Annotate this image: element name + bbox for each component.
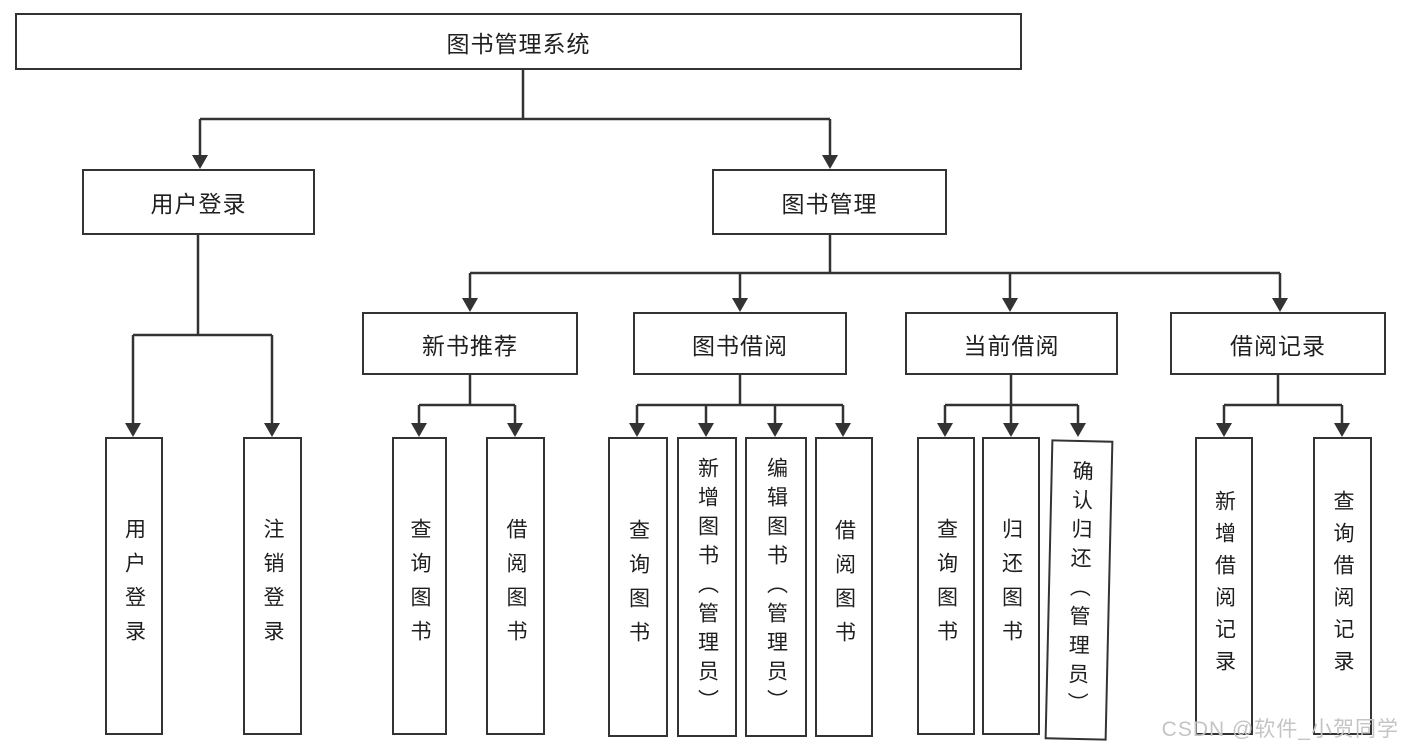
node-borrowing-records: 借阅记录	[1170, 312, 1386, 375]
csdn-watermark: CSDN @软件_小贺同学	[1161, 718, 1399, 741]
leaf-edit-books-admin: 编辑图书（管理员）	[745, 437, 807, 737]
leaf-return-books-label: 归还图书	[999, 518, 1023, 654]
leaf-query-books-recommend-label: 查询图书	[408, 518, 431, 654]
node-current-borrowing-label: 当前借阅	[963, 332, 1060, 359]
leaf-return-books: 归还图书	[982, 437, 1040, 735]
leaf-user-login: 用户登录	[105, 437, 163, 735]
leaf-logout: 注销登录	[243, 437, 302, 735]
leaf-query-borrow-record-label: 查询借阅记录	[1331, 490, 1354, 682]
node-book-borrowing-label: 图书借阅	[692, 332, 788, 359]
leaf-confirm-return-admin: 确认归还（管理员）	[1044, 439, 1114, 741]
leaf-borrow-books-recommend-label: 借阅图书	[504, 518, 527, 654]
node-book-management: 图书管理	[712, 169, 947, 235]
leaf-add-borrow-record-label: 新增借阅记录	[1212, 490, 1236, 682]
node-user-login-label: 用户登录	[150, 191, 247, 217]
node-book-borrowing: 图书借阅	[633, 312, 847, 375]
leaf-query-books-recommend: 查询图书	[392, 437, 447, 735]
leaf-add-books-admin: 新增图书（管理员）	[677, 437, 737, 737]
node-library-system: 图书管理系统	[15, 13, 1022, 70]
node-user-login: 用户登录	[82, 169, 315, 235]
node-library-system-label: 图书管理系统	[446, 30, 591, 57]
connector-shafts	[131, 70, 1344, 424]
leaf-borrow-books-borrowing-label: 借阅图书	[832, 519, 856, 655]
leaf-user-login-label: 用户登录	[122, 518, 146, 654]
leaf-query-books-borrowing-label: 查询图书	[626, 519, 650, 655]
leaf-query-books-current-label: 查询图书	[934, 518, 958, 654]
leaf-edit-books-admin-label: 编辑图书（管理员）	[764, 456, 788, 718]
arrowhead-icons	[125, 155, 1350, 437]
node-new-book-recommend-label: 新书推荐	[422, 332, 518, 359]
leaf-logout-label: 注销登录	[261, 518, 284, 654]
node-borrowing-records-label: 借阅记录	[1230, 332, 1326, 359]
leaf-query-borrow-record: 查询借阅记录	[1313, 437, 1372, 735]
leaf-add-borrow-record: 新增借阅记录	[1195, 437, 1253, 735]
node-current-borrowing: 当前借阅	[905, 312, 1118, 375]
leaf-query-books-current: 查询图书	[917, 437, 975, 735]
leaf-confirm-return-admin-label: 确认归还（管理员）	[1064, 459, 1094, 721]
leaf-add-books-admin-label: 新增图书（管理员）	[695, 456, 719, 718]
node-new-book-recommend: 新书推荐	[362, 312, 578, 375]
leaf-query-books-borrowing: 查询图书	[608, 437, 668, 737]
node-book-management-label: 图书管理	[781, 191, 878, 217]
leaf-borrow-books-recommend: 借阅图书	[486, 437, 545, 735]
leaf-borrow-books-borrowing: 借阅图书	[815, 437, 873, 737]
